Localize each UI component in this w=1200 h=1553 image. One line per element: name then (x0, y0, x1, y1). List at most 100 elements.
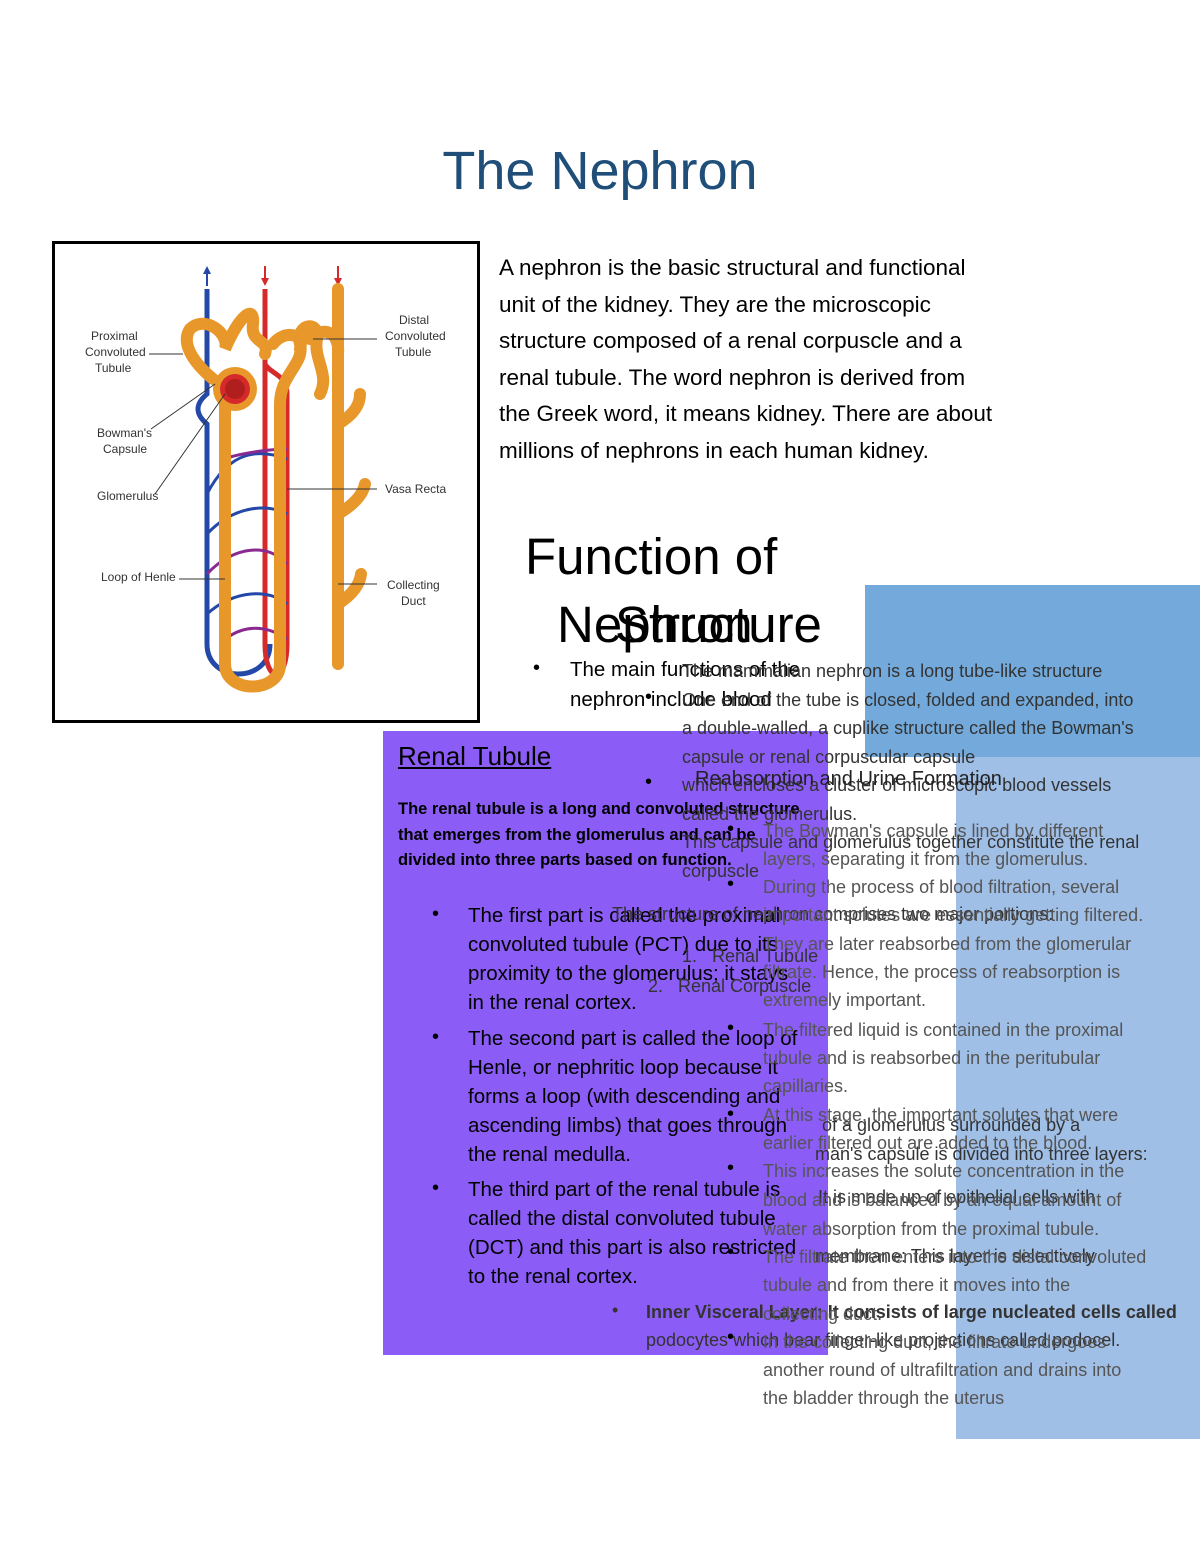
bullet-dot: • (727, 1241, 735, 1263)
reabsorption-line: tubule and from there it moves into the (763, 1275, 1071, 1295)
rt-bullet-1-line: The first part is called the proximal (468, 904, 781, 927)
structure-line: a double-walled, a cuplike structure cal… (682, 718, 1134, 738)
blue-textbox-top (865, 585, 1200, 757)
bullet-dot: • (727, 1103, 735, 1125)
rt-bullet-3-line: to the renal cortex. (468, 1265, 638, 1288)
reabsorption-line: collecting duct. (763, 1304, 883, 1324)
structure-line: of a glomerulus surrounded by a (822, 1115, 1081, 1135)
tubule (180, 283, 371, 693)
label-loop-of-henle: Loop of Henle (101, 570, 176, 584)
intro-line: millions of nephrons in each human kidne… (499, 437, 929, 463)
rt-bullet-2-line: The second part is called the loop of (468, 1027, 798, 1050)
label-dct-2: Convoluted (385, 329, 446, 343)
reabsorption-line: capillaries. (763, 1076, 849, 1096)
structure-line: man's capsule is divided into three laye… (815, 1144, 1148, 1164)
page-title: The Nephron (442, 141, 758, 201)
structure-line: corpuscle (682, 861, 760, 881)
label-pct-3: Tubule (95, 361, 132, 375)
label-dct-3: Tubule (395, 345, 432, 359)
structure-heading: Structure (615, 596, 822, 653)
reabsorption-line: the bladder through the uterus (763, 1388, 1005, 1408)
structure-line: The structure of nephron comprises two m… (612, 904, 1054, 924)
label-glomerulus: Glomerulus (97, 489, 158, 503)
blue-textbox-side (956, 757, 1200, 1439)
rt-bullet-3-line: The third part of the renal tubule is (468, 1178, 781, 1201)
label-bowman-1: Bowman's (97, 426, 152, 440)
reabsorption-line: layers, separating it from the glomerulu… (763, 849, 1089, 869)
structure-line: podocytes which bear finger-like project… (646, 1330, 1121, 1350)
bullet-dot: • (727, 818, 735, 840)
reabsorption-line: The filtrate then enters into the distal… (763, 1247, 1147, 1267)
nephron-illustration: Proximal Convoluted Tubule Distal Convol… (85, 266, 446, 693)
label-bowman-2: Capsule (103, 442, 147, 456)
leader-lines (149, 338, 377, 585)
bullet-dot: • (645, 686, 653, 708)
bullet-dot: • (533, 657, 541, 679)
reabsorption-line: another round of ultrafiltration and dra… (763, 1360, 1122, 1380)
label-pct-1: Proximal (91, 329, 138, 343)
bullet-dot: • (727, 1326, 735, 1348)
bullet-dot: • (432, 1026, 440, 1048)
renal-tubule-description: The renal tubule is a long and convolute… (398, 800, 800, 869)
structure-line: It is made up of epithelial cells with (818, 1187, 1096, 1207)
rt-bullet-3-line: called the distal convoluted tubule (468, 1207, 776, 1230)
label-collecting-1: Collecting (387, 578, 440, 592)
reabsorption-line: The Bowman's capsule is lined by differe… (763, 821, 1104, 841)
bullet-dot: • (645, 771, 653, 793)
structure-list-item: 1. Renal Tubule (682, 946, 819, 966)
intro-line: unit of the kidney. They are the microsc… (499, 291, 931, 317)
rt-bullet-2-line: ascending limbs) that goes through (468, 1114, 788, 1137)
intro-line: structure composed of a renal corpuscle … (499, 328, 962, 353)
reabsorption-line: The filtered liquid is contained in the … (763, 1020, 1124, 1040)
bullet-dot: • (432, 1177, 440, 1199)
label-collecting-2: Duct (401, 594, 426, 608)
intro-line: renal tubule. The word nephron is derive… (499, 364, 966, 390)
reabsorption-line: important solutes are essentially gettin… (763, 905, 1144, 925)
reabsorption-line: filtrate. Hence, the process of reabsorp… (763, 962, 1121, 982)
reabsorption-line: During the process of blood filtration, … (763, 877, 1120, 897)
reabsorption-line: extremely important. (763, 990, 927, 1010)
bullet-dot: • (727, 873, 735, 895)
reabsorption-line: At this stage, the important solutes tha… (763, 1105, 1119, 1125)
rt-bullet-2-line: Henle, or nephritic loop because it (468, 1056, 778, 1079)
structure-line: Inner Visceral Layer: It consists of lar… (646, 1302, 1177, 1322)
function-heading-1: Function of (525, 528, 778, 585)
reabsorption-line: In the collecting duct, the filtrate und… (763, 1332, 1107, 1352)
rt-bullet-1-line: convoluted tubule (PCT) due to its (468, 933, 778, 956)
structure-line: membrane: This layer is selectively (815, 1246, 1095, 1266)
reabsorption-line: earlier filtered out are added to the bl… (763, 1133, 1093, 1153)
rt-bullet-3-line: (DCT) and this part is also restricted (468, 1236, 797, 1259)
artery-path (262, 289, 290, 677)
rt-bullet-2-line: forms a loop (with descending and (468, 1085, 781, 1108)
label-vasa-recta: Vasa Recta (385, 482, 446, 496)
renal-tubule-box (383, 731, 828, 1355)
intro-line: A nephron is the basic structural and fu… (499, 255, 966, 280)
bullet-dot: • (432, 903, 440, 925)
reabsorption-heading: Reabsorption and Urine Formation (695, 768, 1002, 790)
flow-arrows (203, 266, 342, 286)
intro-paragraph: A nephron is the basic structural and fu… (499, 250, 1059, 469)
bullet-dot: • (727, 1157, 735, 1179)
function-heading-2: Nephron (557, 596, 753, 653)
label-dct-1: Distal (399, 313, 429, 327)
function-bullet-line1: The main functions of the (570, 658, 801, 681)
bullet-dot: • (612, 1300, 619, 1320)
structure-line: This capsule and glomerulus together con… (682, 832, 1140, 852)
structure-line: which encloses a cluster of microscopic … (682, 775, 1112, 795)
structure-line: called the glomerulus. (682, 804, 858, 824)
bullet-dot: • (727, 1017, 735, 1039)
reabsorption-line: blood and is balanced by an equal amount… (763, 1190, 1122, 1210)
renal-tubule-heading: Renal Tubule (398, 741, 552, 771)
rt-bullet-1-line: proximity to the glomerulus; it stays (468, 962, 789, 985)
function-bullet-line2: nephron include blood (570, 688, 772, 711)
vein-path (195, 289, 273, 677)
reabsorption-line: water absorption from the proximal tubul… (763, 1219, 1100, 1239)
structure-line: The mammalian nephron is a long tube-lik… (682, 661, 1103, 681)
reabsorption-line: They are later reabsorbed from the glome… (763, 934, 1132, 954)
structure-line: One end of the tube is closed, folded an… (682, 690, 1134, 710)
reabsorption-line: tubule and is reabsorbed in the peritubu… (763, 1048, 1101, 1068)
reabsorption-line: This increases the solute concentration … (763, 1161, 1125, 1181)
nephron-diagram: Proximal Convoluted Tubule Distal Convol… (52, 241, 480, 723)
diagram-labels: Proximal Convoluted Tubule Distal Convol… (85, 313, 446, 608)
structure-list-item: 2. Renal Corpuscle (648, 976, 812, 996)
